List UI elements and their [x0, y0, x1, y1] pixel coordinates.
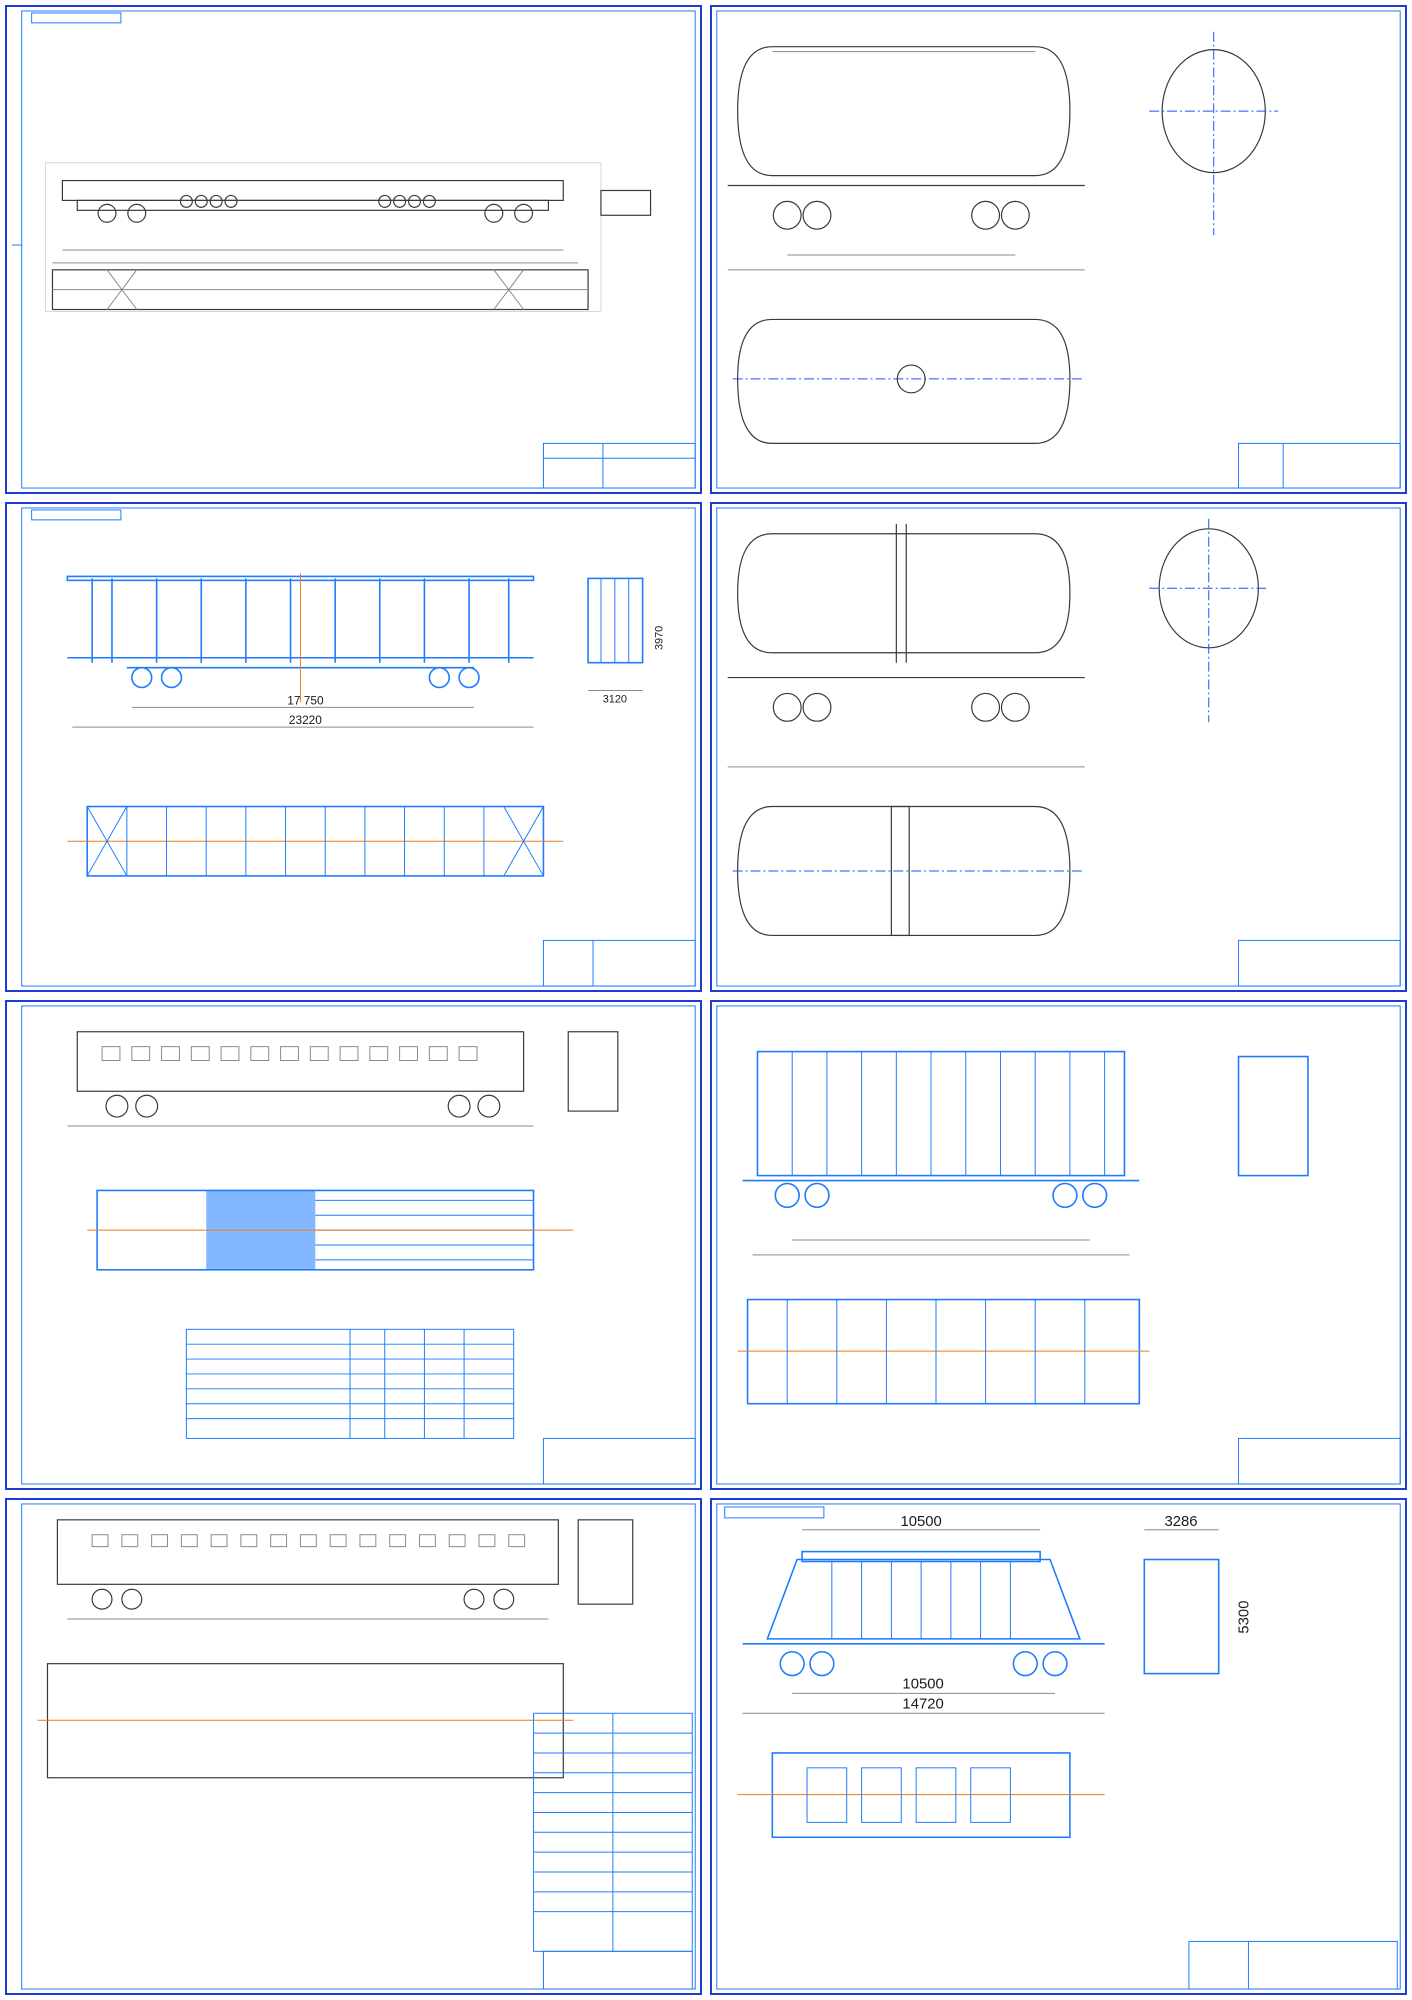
flatcar-drawing [11, 10, 696, 489]
passenger-car-plan-drawing-sheet [5, 1498, 702, 1995]
dimension-overall-length: 14720 [902, 1696, 943, 1712]
dimension-bogie-centers: 17 750 [287, 693, 324, 707]
passenger-car-drawing [21, 1005, 696, 1485]
dimension-end-width: 3286 [1164, 1514, 1197, 1530]
hopper-car-drawing: 10500 10500 14720 3286 5300 [716, 1503, 1401, 1990]
passenger-car-drawing-sheet [5, 1000, 702, 1490]
tank-car-drawing-2-sheet [710, 502, 1407, 992]
dimension-height: 3970 [653, 626, 665, 650]
dimension-bogie-base: 10500 [902, 1676, 943, 1692]
timber-flatcar-drawing: 17 750 23220 3120 3970 [21, 507, 696, 987]
hopper-car-drawing-sheet: 10500 10500 14720 3286 5300 [710, 1498, 1407, 1995]
dimension-width: 3120 [603, 693, 627, 705]
dimension-body-length-top: 10500 [900, 1514, 941, 1530]
passenger-car-plan-drawing [21, 1503, 696, 1990]
tank-car-drawing-1-sheet [710, 5, 1407, 494]
dimension-overall-length: 23220 [289, 713, 322, 727]
tank-car-drawing-1 [716, 10, 1401, 489]
flatcar-drawing-sheet [5, 5, 702, 494]
tank-car-drawing-2 [716, 507, 1401, 987]
timber-flatcar-drawing-sheet: 17 750 23220 3120 3970 [5, 502, 702, 992]
boxcar-drawing [716, 1005, 1401, 1485]
boxcar-drawing-sheet [710, 1000, 1407, 1490]
dimension-end-height: 5300 [1236, 1601, 1252, 1634]
